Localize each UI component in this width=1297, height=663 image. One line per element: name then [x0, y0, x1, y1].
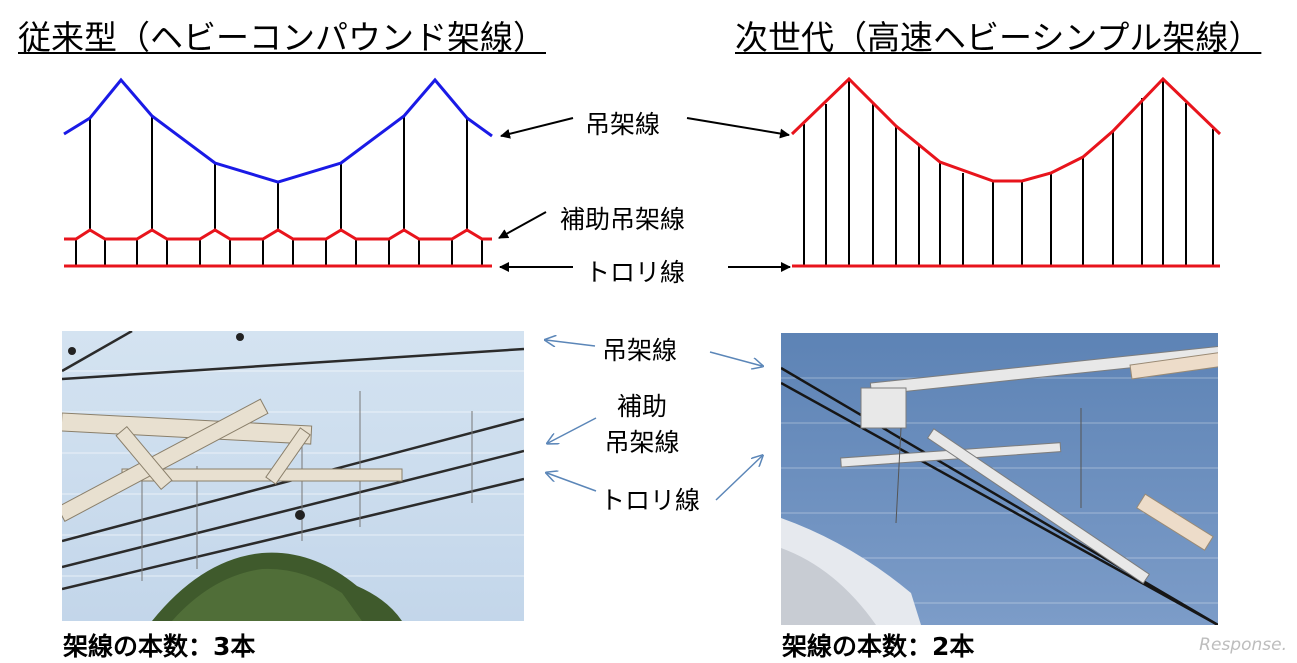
photo-arrow-messenger-left: [546, 340, 595, 346]
caption-left: 架線の本数：3本: [63, 627, 255, 663]
caption-right: 架線の本数：2本: [782, 627, 974, 663]
photo-arrow-trolley-left: [547, 473, 596, 491]
response-logo: Response.: [1199, 635, 1287, 655]
photo-arrow-auxiliary: [548, 418, 596, 443]
photo-arrow-trolley-right: [716, 456, 762, 500]
photo-arrow-messenger-right: [710, 352, 762, 366]
